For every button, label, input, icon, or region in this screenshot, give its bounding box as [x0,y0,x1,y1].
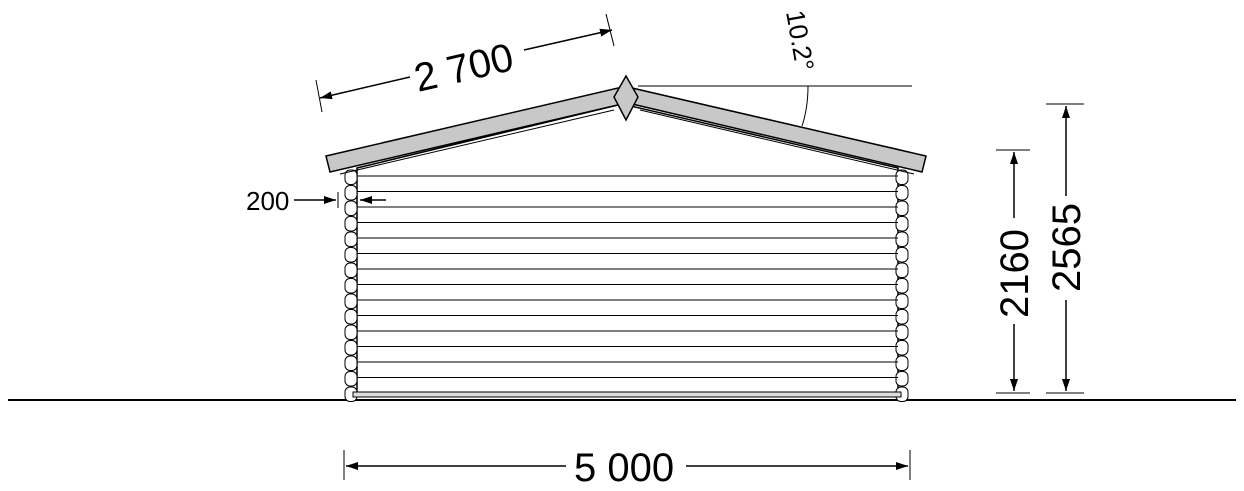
wall-thickness-label: 200 [246,186,289,216]
log-end [344,200,358,216]
cabin-wall [344,103,909,402]
wall-base [352,391,902,398]
log-end [344,216,358,232]
log-end [344,169,358,185]
roof-length-label: 2 700 [410,35,517,100]
log-end [344,340,358,356]
roof [325,74,927,175]
log-end [895,169,909,185]
roof-angle-label: 10.2° [780,8,820,73]
log-end [344,247,358,263]
log-end [895,200,909,216]
log-end [344,371,358,387]
log-end [895,340,909,356]
total-width-label: 5 000 [574,446,674,490]
log-end [895,262,909,278]
log-end [344,309,358,325]
log-end [344,293,358,309]
log-end [344,262,358,278]
log-end [895,371,909,387]
wall-log-lines [357,175,898,378]
wall-height-dimension: 2160 [993,149,1037,394]
log-end [344,278,358,294]
log-end [344,324,358,340]
log-end [895,309,909,325]
log-end [344,231,358,247]
log-end [895,355,909,371]
log-end [895,185,909,201]
right-corner-logs [895,169,909,402]
roof-ridge-cap [613,74,639,122]
wall-thickness-dimension: 200 [246,186,386,216]
log-end [895,278,909,294]
log-end [344,355,358,371]
log-end [895,231,909,247]
total-width-dimension: 5 000 [343,446,911,490]
log-end [895,247,909,263]
log-end [344,185,358,201]
ridge-height-dimension: 2565 [1045,103,1089,394]
log-end [895,216,909,232]
left-corner-logs [344,169,358,402]
log-end [895,293,909,309]
log-end [895,324,909,340]
wall-height-label: 2160 [993,229,1037,318]
ridge-height-label: 2565 [1045,203,1089,292]
roof-length-dimension: 2 700 [315,13,615,113]
